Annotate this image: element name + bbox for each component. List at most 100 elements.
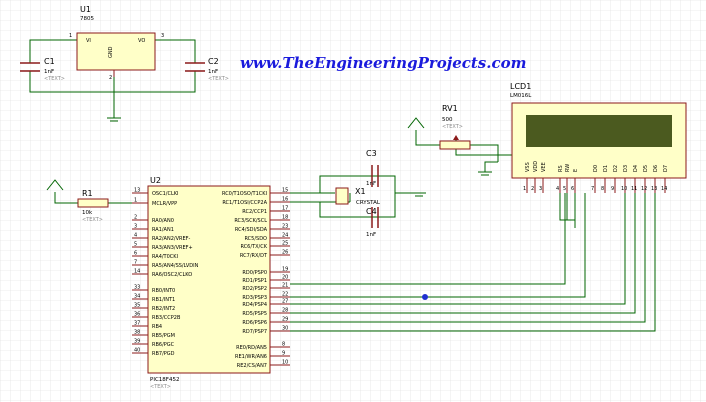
u2-left-pin-name: MCLR/VPP: [152, 201, 177, 207]
r1-text-placeholder: <TEXT>: [82, 217, 103, 223]
u2-right-pin-name: RD5/PSP5: [242, 311, 267, 317]
wire-junction: [422, 294, 428, 300]
u2-left-pin-num: 14: [134, 269, 140, 275]
c4-value: 1nF: [366, 232, 376, 238]
u2-left-pin-num: 34: [134, 294, 140, 300]
u2-right-pin-name: RD7/PSP7: [242, 329, 267, 335]
rv1-value: 500: [442, 117, 453, 123]
watermark-text: www.TheEngineeringProjects.com: [240, 54, 526, 72]
x1-value: CRYSTAL: [356, 200, 381, 206]
u2-right-pin-num: 18: [282, 215, 288, 221]
u2-left-pin-name: RA1/AN1: [152, 227, 174, 233]
lcd-pin-num: 13: [651, 186, 657, 192]
u2-right-pin-num: 8: [282, 342, 285, 348]
u2-right-pin-name: RD2/PSP2: [242, 286, 267, 292]
x1-ref: X1: [355, 187, 366, 196]
wires: [29, 39, 656, 332]
regulator-u1[interactable]: U1 7805 VI VO GND 1 3 2: [69, 5, 164, 81]
rv1-text-placeholder: <TEXT>: [442, 124, 463, 130]
lcd-pin-name: RS: [558, 165, 564, 172]
potentiometer-rv1[interactable]: RV1 500 <TEXT>: [407, 104, 492, 176]
u2-left-pin-name: RB0/INT0: [152, 288, 175, 294]
crystal-oscillator[interactable]: C3 1nF X1 CRYSTAL C4 1nF: [335, 149, 426, 238]
lcd-pin-name: D2: [613, 165, 619, 172]
lcd-display[interactable]: LCD1 LM016L VSS1VDD2VEE3RS4RW5E6D07D18D2…: [510, 82, 687, 193]
c1-ref: C1: [44, 57, 55, 66]
u2-left-pin-name: RA5/AN4/SS/LVDIN: [152, 263, 199, 269]
u1-ref: U1: [80, 5, 91, 14]
u2-right-pin-name: RC3/SCK/SCL: [234, 218, 267, 224]
u2-right-pin-num: 15: [282, 188, 288, 194]
u2-right-pin-name: RC5/SDO: [244, 236, 267, 242]
u2-right-pin-name: RD0/PSP0: [242, 270, 267, 276]
lcd-pin-num: 8: [601, 186, 604, 192]
u2-right-pin-name: RC4/SDI/SDA: [235, 227, 268, 233]
lcd-pin-num: 5: [563, 186, 566, 192]
u2-right-pin-name: RE2/CS/AN7: [237, 363, 267, 369]
lcd-pin-name: VEE: [541, 162, 547, 172]
c3-value: 1nF: [366, 181, 376, 187]
u2-right-pin-name: RD4/PSP4: [242, 302, 267, 308]
u2-right-pin-name: RE0/RD/AN5: [236, 345, 267, 351]
lcd-pin-num: 7: [591, 186, 594, 192]
lcd-pin-num: 6: [571, 186, 574, 192]
u2-right-pin-num: 20: [282, 275, 288, 281]
u1-pin2-num: 2: [109, 75, 112, 81]
u2-left-pin-num: 13: [134, 188, 140, 194]
u2-left-pin-num: 3: [134, 224, 137, 230]
c2-value: 1nF: [208, 69, 218, 75]
lcd-pin-num: 4: [556, 186, 559, 192]
u2-right-pin-num: 9: [282, 351, 285, 357]
u1-pin-vi: VI: [86, 38, 91, 44]
u2-left-pin-num: 4: [134, 233, 137, 239]
u2-left-pin-num: 33: [134, 285, 140, 291]
lcd-pin-num: 11: [631, 186, 637, 192]
u2-left-pin-num: 38: [134, 330, 140, 336]
u2-right-pin-name: RD1/PSP1: [242, 278, 267, 284]
u2-left-pin-name: RA3/AN3/VREF+: [152, 245, 193, 251]
u2-left-pin-name: RA6/OSC2/CLKO: [152, 272, 192, 278]
lcd-pin-num: 3: [539, 186, 542, 192]
u2-right-pin-name: RC2/CCP1: [242, 209, 267, 215]
u2-right-pin-num: 29: [282, 317, 288, 323]
u2-left-pin-num: 1: [134, 198, 137, 204]
lcd-ref: LCD1: [510, 82, 531, 91]
u2-right-pin-num: 21: [282, 283, 288, 289]
microcontroller-u2[interactable]: U2 PIC18F452 <TEXT> 13OSC1/CLKI1MCLR/VPP…: [132, 176, 290, 390]
u2-right-pin-num: 30: [282, 326, 288, 332]
u2-right-pin-num: 17: [282, 206, 288, 212]
u1-pin-vo: VO: [138, 38, 145, 44]
lcd-pin-num: 14: [661, 186, 667, 192]
u2-left-pin-num: 39: [134, 339, 140, 345]
u2-value: PIC18F452: [150, 377, 179, 383]
u2-right-pins: 15RC0/T1OSO/T1CKI16RC1/T1OSI/CCP2A17RC2/…: [222, 188, 290, 369]
r1-value: 10k: [82, 210, 93, 216]
lcd-pin-num: 12: [641, 186, 647, 192]
c4-ref: C4: [366, 207, 377, 216]
u1-pin3-num: 3: [161, 33, 164, 39]
u2-left-pin-num: 35: [134, 303, 140, 309]
u2-right-pin-num: 19: [282, 267, 288, 273]
u2-right-pin-name: RC0/T1OSO/T1CKI: [222, 191, 267, 197]
u2-left-pin-num: 5: [134, 242, 137, 248]
c1-value: 1nF: [44, 69, 54, 75]
u2-right-pin-name: RD3/PSP3: [242, 295, 267, 301]
u2-left-pin-num: 40: [134, 348, 140, 354]
u2-left-pin-name: RB4: [152, 324, 162, 330]
u2-right-pin-name: RE1/WR/AN6: [235, 354, 267, 360]
u2-left-pin-name: RB3/CCP2B: [152, 315, 181, 321]
capacitor-c1[interactable]: C1 1nF <TEXT>: [20, 57, 65, 82]
u2-right-pin-num: 26: [282, 250, 288, 256]
u2-left-pin-num: 7: [134, 260, 137, 266]
c2-text-placeholder: <TEXT>: [208, 76, 229, 82]
lcd-pin-name: E: [573, 169, 579, 172]
lcd-pin-name: RW: [565, 164, 571, 172]
u1-pin1-num: 1: [69, 33, 72, 39]
u1-value: 7805: [80, 16, 94, 22]
resistor-r1[interactable]: R1 10k <TEXT>: [46, 179, 109, 223]
capacitor-c2[interactable]: C2 1nF <TEXT>: [185, 57, 229, 82]
u2-left-pin-name: RB6/PGC: [152, 342, 175, 348]
lcd-value: LM016L: [510, 93, 532, 99]
lcd-pin-num: 1: [523, 186, 526, 192]
lcd-pin-name: D4: [633, 165, 639, 172]
